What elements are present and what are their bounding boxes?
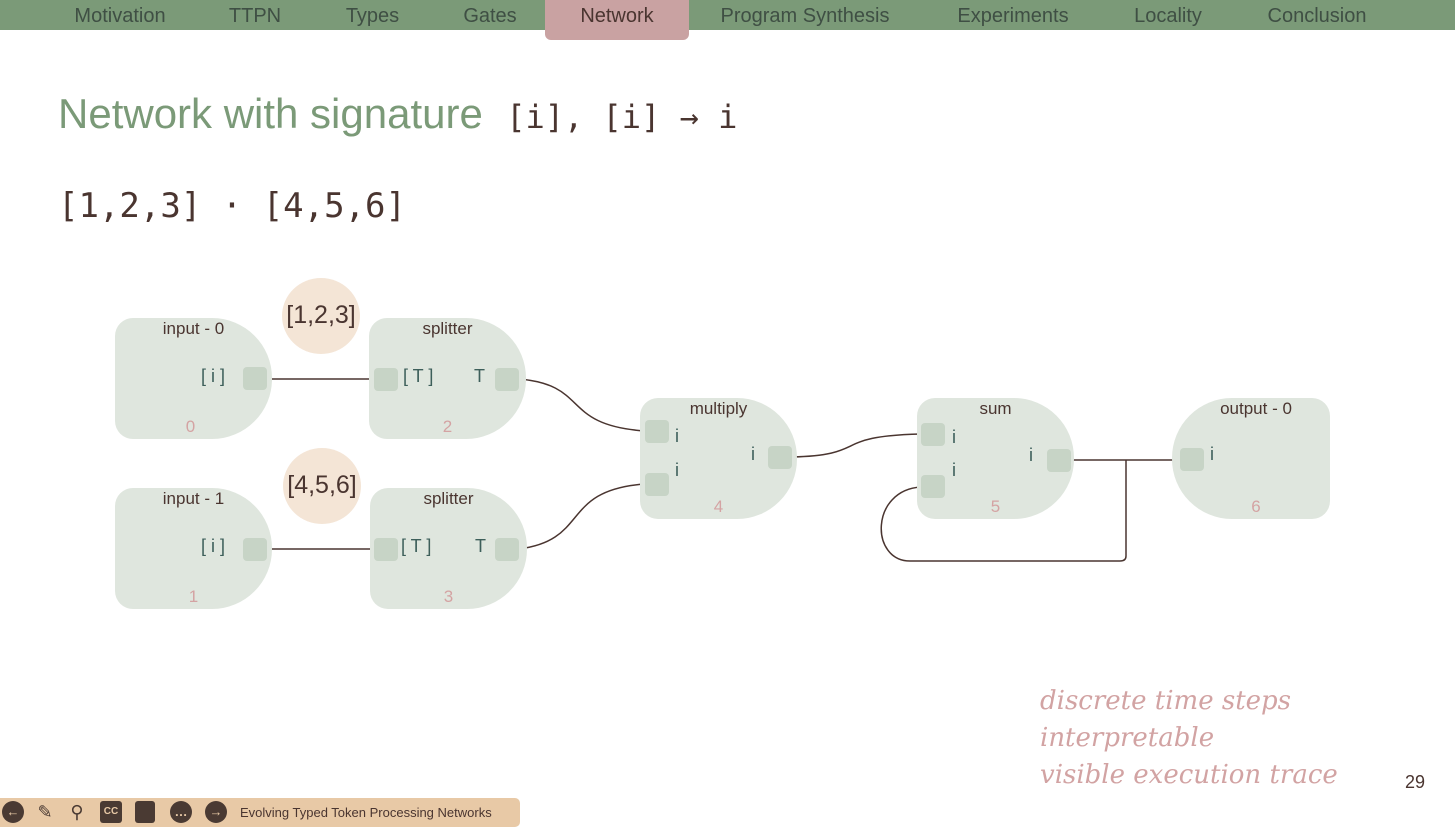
- port-type: i: [675, 426, 679, 446]
- node-splitter-2[interactable]: splitter [ T ] T 2: [369, 318, 526, 439]
- note-discrete-time: discrete time steps: [1040, 686, 1292, 716]
- port-type: [ i ]: [201, 536, 226, 556]
- node-id: 1: [188, 587, 199, 606]
- node-label: input - 0: [162, 319, 225, 338]
- output-port[interactable]: [495, 368, 519, 391]
- port-type: [ i ]: [201, 366, 226, 386]
- output-port[interactable]: [495, 538, 519, 561]
- more-options-icon[interactable]: …: [170, 801, 192, 823]
- port-type: T: [475, 536, 486, 556]
- signature: [i], [i] → i: [506, 98, 738, 136]
- port-type: i: [751, 444, 755, 464]
- output-port[interactable]: [1047, 449, 1071, 472]
- wire-splitter2-multiply: [518, 378, 646, 432]
- tab-motivation[interactable]: Motivation: [74, 5, 166, 27]
- token-bubble: [1,2,3]: [282, 278, 360, 354]
- input-port[interactable]: [921, 475, 945, 498]
- next-slide-icon[interactable]: →: [205, 801, 227, 823]
- node-id: 0: [185, 417, 196, 436]
- slide-title: Network with signature [i], [i] → i: [58, 90, 737, 138]
- port-type: [ T ]: [403, 366, 434, 386]
- port-type: [ T ]: [401, 536, 432, 556]
- video-icon[interactable]: [135, 801, 155, 823]
- node-label: input - 1: [162, 489, 225, 508]
- node-splitter-3[interactable]: splitter [ T ] T 3: [370, 488, 527, 609]
- node-output-6[interactable]: output - 0 i 6: [1172, 398, 1330, 519]
- tab-gates[interactable]: Gates: [463, 5, 517, 27]
- input-port[interactable]: [645, 473, 669, 496]
- previous-slide-icon[interactable]: ←: [2, 801, 24, 823]
- dot-product-expression: [1,2,3] · [4,5,6]: [58, 186, 406, 226]
- section-nav: Motivation TTPN Types Gates Network Prog…: [0, 0, 1455, 40]
- tab-network[interactable]: Network: [545, 0, 689, 40]
- node-label: multiply: [689, 399, 748, 418]
- input-port[interactable]: [921, 423, 945, 446]
- tab-ttpn[interactable]: TTPN: [228, 5, 282, 27]
- port-type: i: [952, 460, 956, 480]
- node-multiply-4[interactable]: multiply i i i 4: [640, 398, 797, 519]
- tab-locality[interactable]: Locality: [1134, 5, 1202, 27]
- note-execution-trace: visible execution trace: [1040, 760, 1338, 790]
- port-type: i: [1029, 445, 1033, 465]
- captions-icon[interactable]: CC: [100, 801, 122, 823]
- footer-title: Evolving Typed Token Processing Networks: [240, 805, 492, 820]
- node-sum-5[interactable]: sum i i i 5: [917, 398, 1074, 519]
- input-port[interactable]: [1180, 448, 1204, 471]
- node-id: 4: [713, 497, 724, 516]
- input-port[interactable]: [374, 538, 398, 561]
- token-bubble: [4,5,6]: [283, 448, 361, 524]
- tab-experiments[interactable]: Experiments: [957, 5, 1069, 27]
- port-type: i: [1210, 444, 1214, 464]
- port-type: i: [952, 427, 956, 447]
- presentation-footer: Evolving Typed Token Processing Networks: [0, 798, 520, 827]
- node-id: 5: [990, 497, 1001, 516]
- node-input-0[interactable]: input - 0 [ i ] 0: [115, 318, 272, 439]
- search-icon[interactable]: ⚲: [70, 802, 84, 822]
- tab-program-synthesis[interactable]: Program Synthesis: [720, 5, 890, 27]
- tab-conclusion[interactable]: Conclusion: [1267, 5, 1367, 27]
- wire-sum-feedback: [880, 460, 1127, 562]
- node-id: 6: [1251, 497, 1261, 516]
- node-label: splitter: [422, 319, 473, 338]
- node-label: sum: [979, 399, 1012, 418]
- output-port[interactable]: [243, 367, 267, 390]
- port-type: i: [675, 460, 679, 480]
- port-type: T: [474, 366, 485, 386]
- node-id: 3: [443, 587, 454, 606]
- pen-icon[interactable]: ✎: [37, 802, 53, 822]
- tab-types[interactable]: Types: [345, 5, 400, 27]
- input-port[interactable]: [374, 368, 398, 391]
- note-interpretable: interpretable: [1040, 723, 1215, 753]
- wire-splitter3-multiply: [518, 483, 646, 550]
- node-label: output - 0: [1220, 399, 1292, 418]
- output-port[interactable]: [243, 538, 267, 561]
- output-port[interactable]: [768, 446, 792, 469]
- node-input-1[interactable]: input - 1 [ i ] 1: [115, 488, 272, 609]
- wire-multiply-sum: [791, 433, 922, 458]
- node-label: splitter: [423, 489, 474, 508]
- input-port[interactable]: [645, 420, 669, 443]
- node-id: 2: [442, 417, 453, 436]
- page-number: 29: [1405, 772, 1426, 792]
- title-text: Network with signature: [58, 90, 483, 137]
